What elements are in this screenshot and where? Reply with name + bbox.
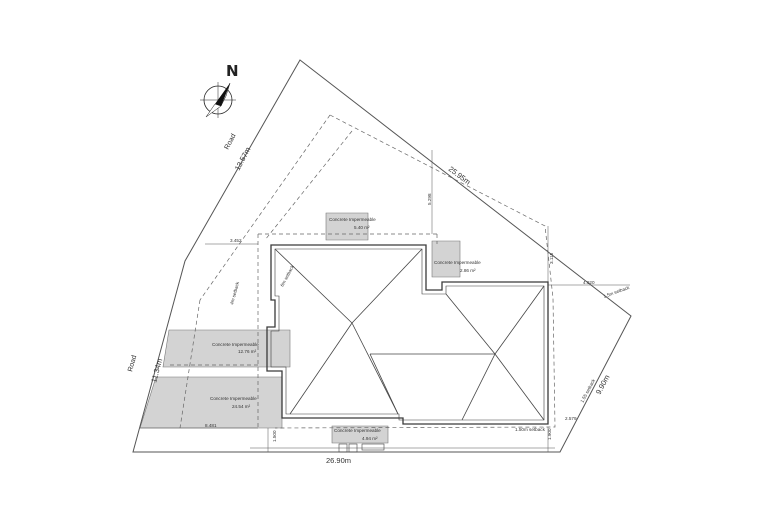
house-outline [266,244,549,425]
road-label-left: Road [127,354,138,372]
setback-lines [170,114,556,430]
house-inner-outline [270,248,545,421]
concrete-area-left-upper-value: 12.76 m² [238,349,257,354]
dim-right: 9.90m [594,373,612,396]
dimension-lines [140,150,630,452]
concrete-area-right [431,240,461,278]
dim-top-left: 13.57m [233,146,253,172]
concrete-areas [139,212,461,444]
setback-label-right-diag: 1.5m setback [603,285,631,299]
setback-right-mid: 4.920 [583,280,595,285]
concrete-label-right: Concrete Impermeable [434,260,481,265]
setback-bottom-right: 1.900 [547,428,552,440]
concrete-label-left-upper: Concrete Impermeable [212,342,259,347]
setback-left-top: 3.452 [230,238,242,243]
road-label-top: Road [224,133,238,151]
setback-right-top: 3.115 [549,252,554,264]
concrete-area-left-lower [139,376,283,429]
setback-label-diag-left: 4m setback [229,281,240,306]
concrete-label-top: Concrete Impermeable [329,217,376,222]
north-letter: N [226,62,239,80]
concrete-label-left-lower: Concrete Impermeable [210,396,257,401]
concrete-area-bottom [331,425,389,444]
dim-bottom: 26.90m [326,456,351,465]
concrete-label-bottom: Concrete Impermeable [334,428,381,433]
concrete-area-right-value: 2.86 m² [460,268,476,273]
north-arrow-icon [200,82,236,118]
setback-bottom-left: 1.500 [272,430,277,442]
concrete-area-top [325,212,369,241]
meter-boxes [338,443,385,453]
setback-left-bottom: 8.481 [205,423,217,428]
setback-boundary-bottom: 1.50m setback [515,427,546,432]
setback-label-diag-center: 6m setback [279,264,295,288]
setback-center-top: 5.298 [427,193,432,205]
concrete-area-bottom-value: 4.94 m² [362,436,378,441]
setback-right-low: 2.579 [565,416,577,421]
concrete-area-left-lower-value: 24.54 m² [232,404,251,409]
roof-lines [274,248,545,421]
concrete-area-top-value: 5.40 m² [354,225,370,230]
